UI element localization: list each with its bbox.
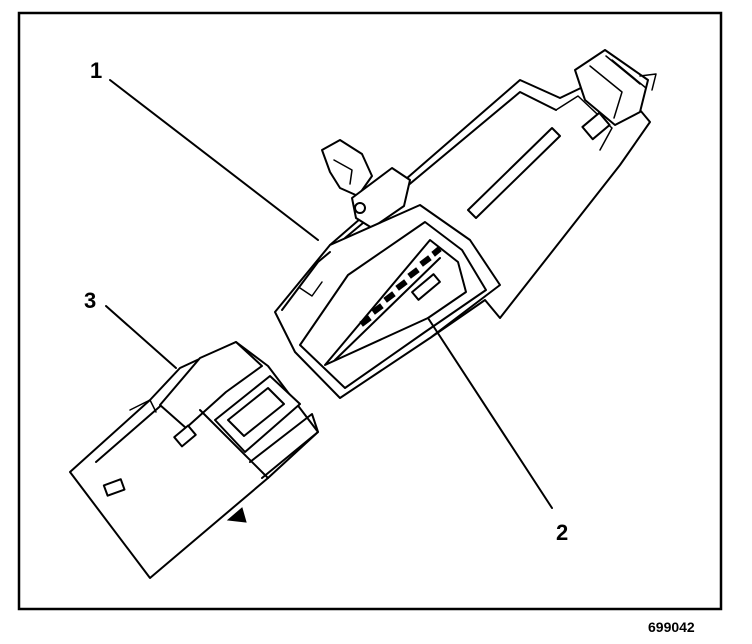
mating-connector-latch-window bbox=[227, 387, 285, 437]
cpa-lock-detail bbox=[333, 159, 353, 185]
rear-terminal-tab bbox=[639, 73, 657, 91]
cpa-lock-pin bbox=[354, 202, 366, 214]
leader-line-3 bbox=[105, 305, 177, 369]
rear-terminal-window bbox=[581, 111, 611, 141]
mating-connector bbox=[69, 341, 319, 579]
housing-side-slot bbox=[467, 127, 561, 219]
mating-connector-latch-arm bbox=[249, 413, 319, 479]
tpa-center-line bbox=[334, 257, 441, 361]
side-latch-notch bbox=[299, 281, 323, 297]
leader-line-2 bbox=[427, 317, 553, 509]
callout-1: 1 bbox=[90, 58, 102, 83]
mating-connector-slot-1 bbox=[173, 424, 197, 448]
mating-connector-slot-2 bbox=[102, 478, 126, 497]
mating-connector-guide bbox=[129, 399, 157, 413]
side-latch-left bbox=[281, 251, 331, 311]
upper-housing-edge bbox=[555, 95, 613, 151]
rear-terminal-detail-1 bbox=[589, 65, 623, 119]
callout-3: 3 bbox=[84, 288, 96, 313]
mating-connector-side-edge bbox=[199, 409, 269, 479]
terminal-contacts bbox=[359, 246, 442, 327]
leader-line-1 bbox=[109, 79, 319, 241]
figure-id: 699042 bbox=[648, 619, 695, 635]
cpa-lock-base bbox=[351, 167, 411, 229]
mating-connector-notch bbox=[226, 507, 247, 523]
callout-2: 2 bbox=[556, 520, 568, 545]
diagram-frame bbox=[17, 11, 723, 611]
rear-terminal-detail-3 bbox=[611, 59, 647, 89]
upper-connector-assembly bbox=[274, 49, 657, 399]
